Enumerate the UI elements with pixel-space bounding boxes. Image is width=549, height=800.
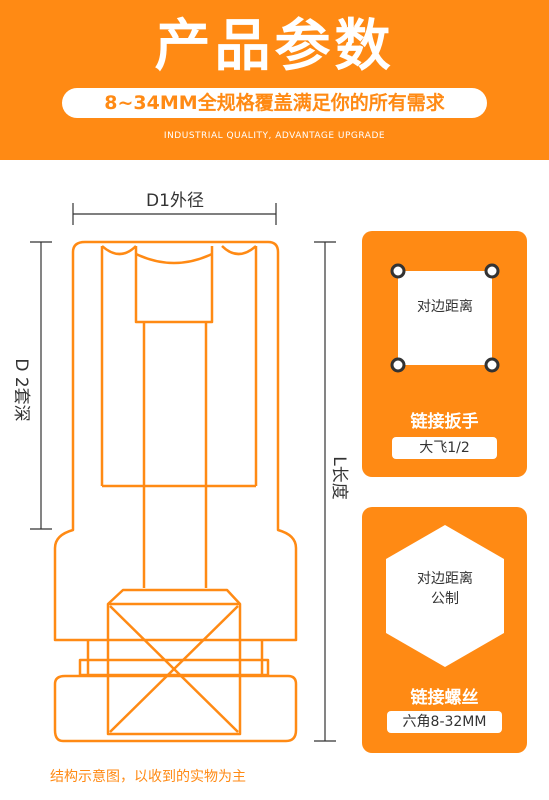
wrench-spec-card: 对边距离 链接扳手 大飞1/2 xyxy=(362,231,527,477)
square-drive-icon xyxy=(390,263,500,373)
l-dimension xyxy=(314,241,336,742)
screw-card-pill: 六角8-32MM xyxy=(387,711,502,733)
subtitle-pill: 8~34MM全规格覆盖满足你的所有需求 xyxy=(62,88,487,118)
wrench-card-label: 链接扳手 xyxy=(410,412,479,432)
l-label: L长度 xyxy=(329,456,349,499)
d1-label: D1外径 xyxy=(146,191,204,211)
wrench-inner-text: 对边距离 xyxy=(417,299,473,315)
tagline: INDUSTRIAL QUALITY, ADVANTAGE UPGRADE xyxy=(163,131,386,141)
hexagon-icon xyxy=(386,525,504,667)
screw-card-label: 链接螺丝 xyxy=(410,688,479,708)
screw-spec-card: 对边距离 公制 链接螺丝 六角8-32MM xyxy=(362,507,527,753)
wrench-card-pill: 大飞1/2 xyxy=(392,437,497,459)
d1-dimension xyxy=(72,203,277,225)
d2-dimension xyxy=(30,241,52,530)
socket-outline xyxy=(53,240,298,743)
screw-inner-line1: 对边距离 xyxy=(417,571,473,587)
page-title: 产品参数 xyxy=(154,14,395,79)
footer-note: 结构示意图，以收到的实物为主 xyxy=(50,769,246,785)
screw-inner-line2: 公制 xyxy=(431,591,459,607)
header-banner: 产品参数 8~34MM全规格覆盖满足你的所有需求 INDUSTRIAL QUAL… xyxy=(0,0,549,160)
d2-label: D 2套深 xyxy=(11,358,31,421)
